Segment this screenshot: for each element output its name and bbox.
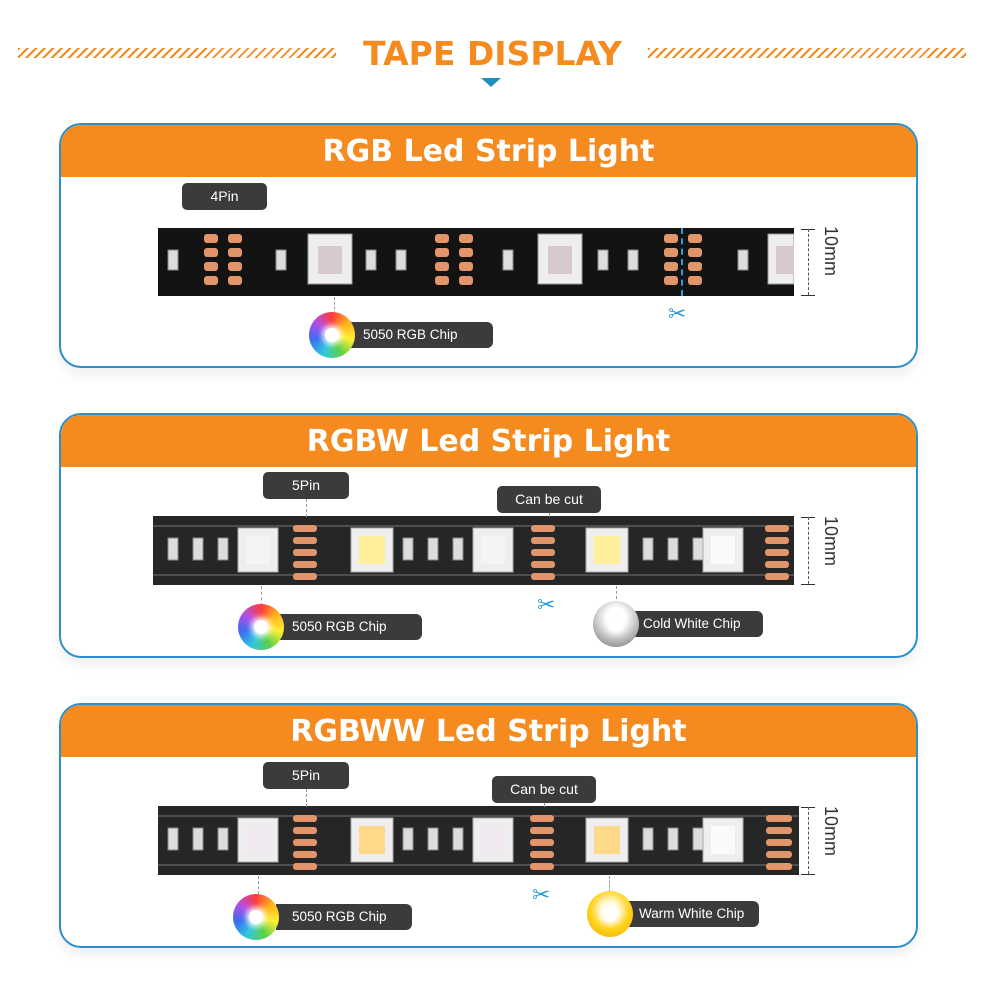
chip-label-rgb: 5050 RGB Chip <box>276 904 412 930</box>
cut-tag: Can be cut <box>492 776 596 803</box>
panel-title: RGB Led Strip Light <box>61 125 916 177</box>
led-strip-rgbw <box>153 516 794 585</box>
chip-label-white: Cold White Chip <box>627 611 763 637</box>
dimension-line <box>808 517 809 584</box>
scissors-icon: ✂ <box>668 302 687 327</box>
rgb-chip-icon <box>238 604 284 650</box>
dimension-line <box>808 229 809 295</box>
chip-leader-warm <box>609 876 610 892</box>
chip-label: 5050 RGB Chip <box>347 322 493 348</box>
dimension-tick-bottom <box>801 295 815 296</box>
panel-title: RGBWW Led Strip Light <box>61 705 916 757</box>
chip-leader-rgb <box>258 876 259 894</box>
header-decor-left <box>18 48 336 58</box>
pin-leader <box>306 789 307 807</box>
chip-leader-rgb <box>261 586 262 606</box>
cut-leader <box>549 513 550 517</box>
led-strip-rgbww <box>158 806 799 875</box>
pin-tag: 4Pin <box>182 183 267 210</box>
panel-rgb: RGB Led Strip Light 4Pin <box>59 123 918 368</box>
warm-white-chip-icon <box>587 891 633 937</box>
page-title: TAPE DISPLAY <box>363 34 622 73</box>
led-strip-rgb <box>158 228 794 296</box>
dimension-label: 10mm <box>821 226 841 277</box>
chip-leader-white <box>616 586 617 604</box>
dimension-line <box>808 807 809 874</box>
cut-line <box>681 228 683 296</box>
pin-tag: 5Pin <box>263 472 349 499</box>
panel-rgbww: RGBWW Led Strip Light 5Pin Can be cut <box>59 703 918 948</box>
chip-label-rgb: 5050 RGB Chip <box>276 614 422 640</box>
cut-leader <box>544 803 545 807</box>
pin-tag: 5Pin <box>263 762 349 789</box>
scissors-icon: ✂ <box>537 593 556 618</box>
header-pointer-icon <box>481 78 501 87</box>
scissors-icon: ✂ <box>532 883 551 908</box>
rgb-chip-icon <box>309 312 355 358</box>
cut-tag: Can be cut <box>497 486 601 513</box>
dimension-tick-bottom <box>801 584 815 585</box>
header-decor-right <box>648 48 966 58</box>
cold-white-chip-icon <box>593 601 639 647</box>
chip-label-warm: Warm White Chip <box>623 901 759 927</box>
panel-title: RGBW Led Strip Light <box>61 415 916 467</box>
dimension-label: 10mm <box>821 806 841 857</box>
dimension-tick-bottom <box>801 874 815 875</box>
pin-leader <box>306 499 307 517</box>
chip-leader <box>334 297 335 319</box>
dimension-label: 10mm <box>821 516 841 567</box>
panel-rgbw: RGBW Led Strip Light 5Pin Can be cut <box>59 413 918 658</box>
rgb-chip-icon <box>233 894 279 940</box>
